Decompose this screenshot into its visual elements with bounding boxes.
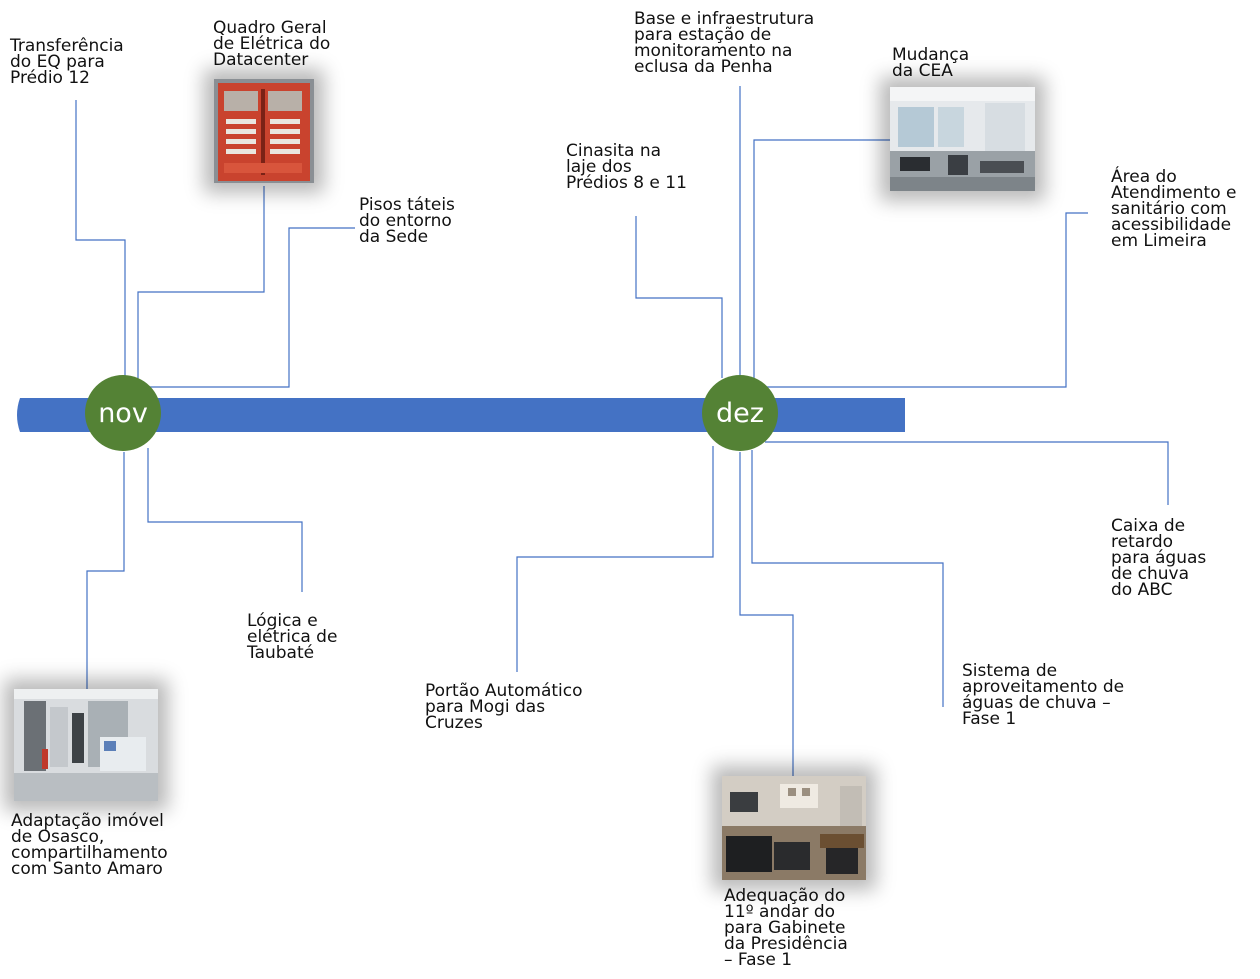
event-logica: Lógica e elétrica de Taubaté bbox=[247, 611, 338, 663]
connector-osasco bbox=[86, 452, 125, 690]
timeline-bar bbox=[17, 398, 905, 432]
electrical-panel-photo bbox=[214, 79, 314, 183]
event-transferencia: Transferência do EQ para Prédio 12 bbox=[10, 36, 124, 88]
office-cea-photo bbox=[890, 87, 1035, 191]
connector-portao bbox=[516, 446, 714, 672]
event-caixa: Caixa de retardo para águas de chuva do … bbox=[1111, 516, 1207, 600]
month-nov-marker: nov bbox=[85, 375, 161, 451]
event-portao: Portão Automático para Mogi das Cruzes bbox=[425, 681, 583, 733]
connector-transferencia bbox=[75, 100, 126, 378]
event-limeira: Área do Atendimento e sanitário com aces… bbox=[1111, 167, 1237, 251]
gabinete-room-photo bbox=[722, 776, 866, 880]
event-base: Base e infraestrutura para estação de mo… bbox=[634, 9, 815, 77]
month-dez-label: dez bbox=[716, 397, 764, 429]
connector-limeira bbox=[766, 212, 1088, 388]
osasco-corridor-photo bbox=[14, 689, 158, 801]
month-dez-marker: dez bbox=[702, 375, 778, 451]
event-mudanca: Mudança da CEA bbox=[892, 45, 970, 81]
connector-pisos bbox=[148, 227, 355, 388]
connector-cinasita bbox=[635, 216, 723, 378]
connector-sistema bbox=[751, 450, 944, 707]
event-gabinete: Adequação do 11º andar do para Gabinete … bbox=[724, 886, 848, 970]
event-sistema: Sistema de aproveitamento de águas de ch… bbox=[962, 661, 1125, 729]
month-nov-label: nov bbox=[98, 397, 148, 429]
event-pisos: Pisos táteis do entorno da Sede bbox=[359, 195, 455, 247]
connector-mudanca bbox=[753, 139, 890, 378]
event-quadro: Quadro Geral de Elétrica do Datacenter bbox=[213, 18, 331, 70]
event-osasco: Adaptação imóvel de Osasco, compartilham… bbox=[11, 811, 168, 879]
connector-logica bbox=[147, 448, 303, 592]
event-cinasita: Cinasita na laje dos Prédios 8 e 11 bbox=[566, 141, 687, 193]
connector-caixa bbox=[765, 441, 1169, 505]
connector-quadro bbox=[137, 186, 265, 382]
connector-gabinete bbox=[739, 452, 794, 776]
